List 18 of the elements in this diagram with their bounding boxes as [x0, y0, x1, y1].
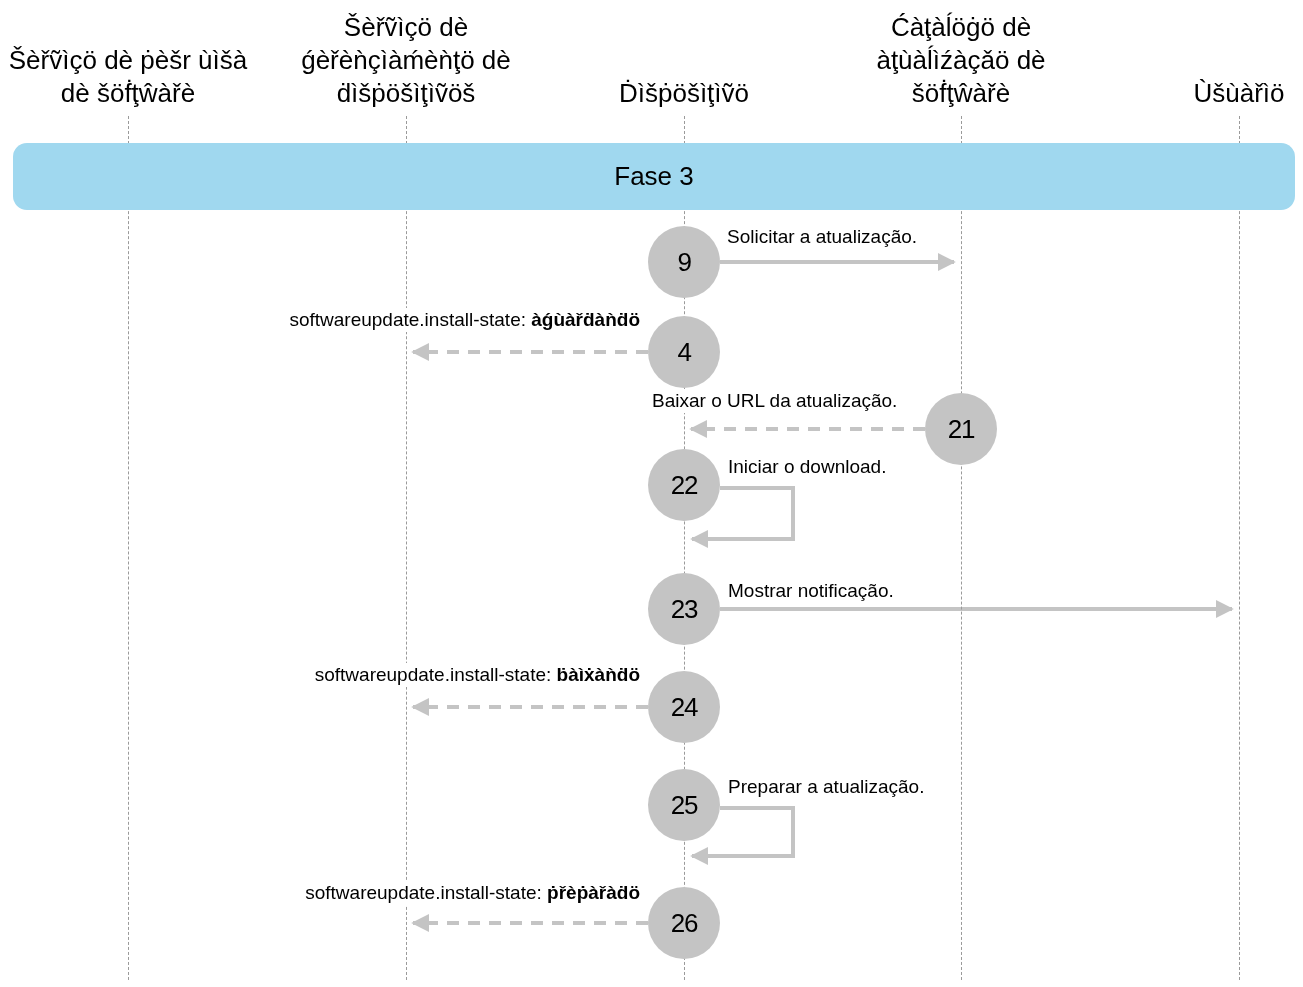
- arrow: [411, 914, 648, 932]
- arrow: [690, 486, 795, 548]
- arrow: [411, 343, 648, 361]
- edge-label: softwareupdate.install-state: ṗřèṗàřàḋö: [304, 881, 641, 905]
- participant-label: Šèřṽìçö dè ǵèřèǹçìàḿèǹţö dè ḋìšṗöšìţìṽöš: [300, 11, 512, 110]
- edge-label: softwareupdate.install-state: ḃàìẋàǹḋö: [313, 663, 641, 687]
- edge-label: softwareupdate.install-state: àǵùàřḋàǹḋö: [288, 308, 641, 332]
- arrow: [411, 698, 648, 716]
- arrow: [690, 806, 795, 865]
- participant-label: Šèřṽìçö dè ṗèšr ùìšà dè šöḟţŵàřè: [8, 44, 248, 110]
- participant-label: Ùšùàřìö: [1193, 77, 1285, 110]
- phase-band: Fase 3: [13, 143, 1295, 210]
- participant-label: Ḋìšṗöšìţìṽö: [618, 77, 750, 110]
- arrow: [720, 600, 1234, 618]
- participant-label: Ćàţàĺöġö dè àţùàĺìźàçǎö dè šöḟţŵàřè: [875, 11, 1047, 110]
- edge-label: Baixar o URL da atualização.: [651, 389, 899, 413]
- arrow: [720, 253, 956, 271]
- arrow: [689, 420, 925, 438]
